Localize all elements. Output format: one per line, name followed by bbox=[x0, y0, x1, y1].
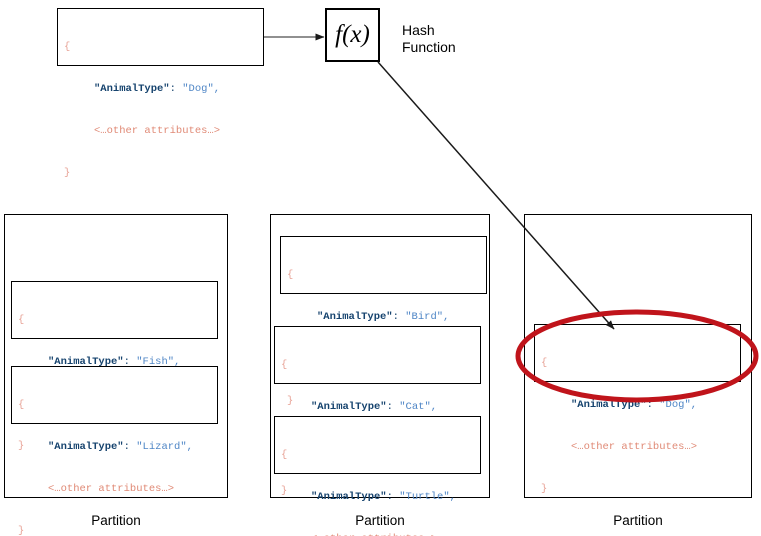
partition-3-label: Partition bbox=[613, 513, 663, 528]
json-key-value-line: "AnimalType": "Cat", bbox=[281, 400, 480, 414]
hash-function-caption: Hash Function bbox=[402, 22, 456, 55]
json-key-value-line: "AnimalType": "Dog", bbox=[64, 82, 263, 96]
json-key-value-line: "AnimalType": "Bird", bbox=[287, 310, 486, 324]
json-open-brace: { bbox=[18, 399, 25, 411]
json-colon: : bbox=[386, 401, 400, 413]
json-key-value-line: "AnimalType": "Fish", bbox=[18, 355, 217, 369]
json-value: "Dog", bbox=[659, 399, 698, 411]
json-value: "Lizard", bbox=[136, 441, 193, 453]
json-close-brace: } bbox=[287, 395, 294, 407]
json-value: "Cat", bbox=[399, 401, 438, 413]
json-key: "AnimalType" bbox=[317, 311, 393, 323]
json-key-value-line: "AnimalType": "Turtle", bbox=[281, 490, 480, 504]
partition-1-record-2: { "AnimalType": "Lizard", <…other attrib… bbox=[11, 366, 218, 536]
partition-2-label: Partition bbox=[355, 513, 405, 528]
json-open-brace: { bbox=[281, 359, 288, 371]
json-key-value-line: "AnimalType": "Dog", bbox=[541, 398, 740, 412]
json-close-brace: } bbox=[541, 483, 548, 495]
json-key: "AnimalType" bbox=[94, 83, 170, 95]
json-value: "Bird", bbox=[405, 311, 450, 323]
partition-1-record-1: { "AnimalType": "Fish", <…other attribut… bbox=[11, 281, 218, 452]
json-other-attributes: <…other attributes…> bbox=[571, 441, 698, 453]
partition-2-record-2: { "AnimalType": "Cat", <…other attribute… bbox=[274, 326, 481, 497]
json-close-brace: } bbox=[18, 440, 25, 452]
json-key-value-line: "AnimalType": "Lizard", bbox=[18, 440, 217, 454]
json-colon: : bbox=[169, 83, 183, 95]
partition-1 bbox=[4, 214, 228, 498]
json-colon: : bbox=[392, 311, 406, 323]
partition-2-record-1: { "AnimalType": "Bird", <…other attribut… bbox=[280, 236, 487, 407]
json-open-brace: { bbox=[64, 41, 71, 53]
json-key: "AnimalType" bbox=[311, 491, 387, 503]
json-key: "AnimalType" bbox=[48, 356, 124, 368]
hash-function-label: f(x) bbox=[335, 21, 370, 48]
json-close-brace: } bbox=[64, 167, 71, 179]
json-value: "Turtle", bbox=[399, 491, 456, 503]
json-key: "AnimalType" bbox=[48, 441, 124, 453]
hash-function-box: f(x) bbox=[325, 8, 380, 62]
json-key: "AnimalType" bbox=[311, 401, 387, 413]
json-other-attributes: <…other attributes…> bbox=[48, 483, 175, 495]
json-open-brace: { bbox=[287, 269, 294, 281]
json-other-attributes: <…other attributes…> bbox=[281, 532, 480, 536]
json-colon: : bbox=[123, 356, 137, 368]
partition-3-record-1: { "AnimalType": "Dog", <…other attribute… bbox=[534, 324, 741, 495]
partition-2-record-3: { "AnimalType": "Turtle", <…other attrib… bbox=[274, 416, 481, 536]
json-key: "AnimalType" bbox=[571, 399, 647, 411]
partition-1-label: Partition bbox=[91, 513, 141, 528]
json-colon: : bbox=[646, 399, 660, 411]
json-open-brace: { bbox=[18, 314, 25, 326]
json-close-brace: } bbox=[18, 525, 25, 536]
source-record-box: { "AnimalType": "Dog", <…other attribute… bbox=[57, 8, 264, 179]
json-open-brace: { bbox=[281, 449, 288, 461]
json-value: "Fish", bbox=[136, 356, 181, 368]
json-open-brace: { bbox=[541, 357, 548, 369]
json-colon: : bbox=[123, 441, 137, 453]
json-other-attributes: <…other attributes…> bbox=[94, 125, 221, 137]
json-close-brace: } bbox=[281, 485, 288, 497]
json-colon: : bbox=[386, 491, 400, 503]
json-value: "Dog", bbox=[182, 83, 221, 95]
